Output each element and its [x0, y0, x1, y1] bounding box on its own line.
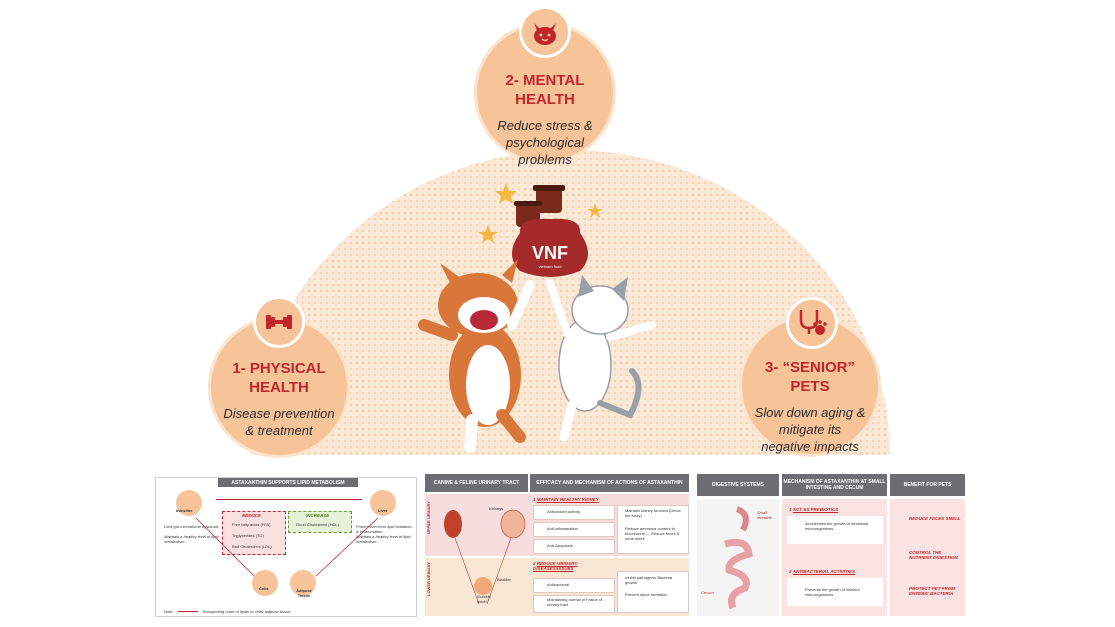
section1-row [533, 522, 615, 537]
mech2-box [787, 578, 883, 606]
kidneys-label: Kidneys [489, 506, 504, 511]
liver-label: Liver [378, 508, 388, 513]
mech1-text: Accelerates the growth of beneficial mic… [805, 521, 869, 531]
brand-subtitle: vietnam food [539, 264, 562, 269]
reduce-box [222, 511, 286, 555]
section1-result: Maintain kidney function (Detox the body… [625, 508, 681, 518]
outside-label: Outside world [477, 594, 491, 604]
header-mechanism: MECHANISM OF ASTAXANTHIN AT SMALL INTEST… [782, 474, 887, 496]
adipose-node [290, 570, 316, 596]
adipose-label: Adipose Tissue [296, 588, 312, 598]
section2-result: Prevent stone formation [625, 592, 668, 597]
section1-row-label: Anti-Apoptosis [547, 543, 573, 548]
bladder-icon [474, 577, 492, 595]
flow-arrow [216, 499, 362, 500]
small-intestine-label: Small intestine [757, 510, 772, 520]
right-note: Maintain a healthy level of lipid metabo… [356, 534, 411, 544]
star-icon [495, 183, 517, 204]
legend-text: Transporting route of lipids to cells/ a… [202, 609, 291, 614]
left-note: Limit gut microbiome dysbiosis [164, 524, 219, 529]
stethoscope-paw-icon [786, 297, 838, 349]
reduce-item: Bad Cholesterol (LDL) [232, 544, 272, 549]
kidney-icon [500, 509, 526, 539]
right-note: Protect liver from lipid oxidation & inf… [356, 524, 412, 534]
mech1-box [787, 516, 883, 544]
cecum-label: Cecum [701, 590, 714, 595]
benefit-title: 3- “SENIOR”PETS [764, 359, 855, 395]
reduce-label: REDUCE [242, 513, 262, 518]
pets-illustration: VNF vietnam food [418, 183, 656, 453]
increase-item: Good Cholesterol (HDL) [296, 522, 339, 527]
section1-result: Reduce ammonia content in blood/urine → … [625, 526, 680, 541]
section1-results [617, 505, 689, 554]
dumbbell-icon [253, 296, 305, 348]
brand-logo: VNF [532, 243, 568, 263]
intestine-node [176, 490, 202, 516]
section1-title: 1 MAINTAIN HEALTHY KIDNEY [533, 497, 599, 502]
flow-arrows [195, 517, 379, 577]
cells-label: Cells [259, 586, 269, 591]
increase-label: INCREASE [306, 513, 330, 518]
digestive-panel: DIGESTIVE SYSTEMS MECHANISM OF ASTAXANTH… [697, 474, 965, 616]
lower-label: LOWER URINARY [426, 561, 431, 596]
benefit-item: REDUCE FECES SMELL [909, 516, 961, 521]
section2-result: Inhibit pathogenic Bacteria growth [625, 575, 673, 585]
bladder-label: Bladder [497, 577, 511, 582]
section2-row-label: Maintaining normal pH value of urinary t… [547, 597, 603, 607]
header-left: CANINE & FELINE URINARY TRACT [425, 474, 528, 492]
header-digestive: DIGESTIVE SYSTEMS [697, 474, 779, 496]
benefit-item: PROTECT PET FROM ENTERIC BACTERIA [909, 586, 955, 596]
panel-title: ASTAXANTHIN SUPPORTS LIPID METABOLISM [218, 478, 358, 487]
benefit-item: CONTROL THE NUTRIENT DIGESTION [909, 550, 958, 560]
section2-row-label: Antibacterial [547, 582, 570, 587]
intestine-label: Intestine [176, 508, 193, 513]
urinary-diagram [444, 509, 526, 605]
left-note: Maintain a healthy level of lipid metabo… [164, 534, 219, 544]
liver-node [370, 490, 396, 516]
cells-node [252, 570, 278, 596]
cat-face-icon [519, 6, 571, 58]
mech2-text: Prevents the growth of harmful microorga… [805, 587, 860, 597]
kidney-icon [444, 510, 462, 538]
intestine-illustration [724, 506, 753, 610]
section2-row [533, 578, 615, 593]
header-right: EFFICACY AND MECHANISM OF ACTIONS OF AST… [530, 474, 689, 492]
star-icon [587, 203, 603, 218]
section1-row-label: Anti-inflammation [547, 526, 578, 531]
reduce-item: Free fatty acids (FFA) [232, 522, 271, 527]
legend-line [178, 611, 198, 612]
lipid-metabolism-panel: ASTAXANTHIN SUPPORTS LIPID METABOLISM In… [155, 477, 417, 617]
mech1-title: 1 ACT AS PREBIOTICS [789, 507, 839, 512]
section1-row [533, 505, 615, 520]
section2-title: 2 REDUCE URINARY DISEASES/ISSUES [533, 561, 578, 571]
section2-row [533, 595, 615, 613]
legend-label: Note: [164, 609, 174, 614]
benefit-description: Disease prevention& treatment [223, 406, 335, 438]
section2-results [617, 571, 689, 613]
section1-row [533, 539, 615, 554]
urinary-tract-panel: CANINE & FELINE URINARY TRACT EFFICACY A… [425, 474, 689, 616]
header-benefit: BENEFIT FOR PETS [890, 474, 965, 496]
benefit-col [890, 499, 965, 616]
increase-box [288, 511, 352, 533]
section1-row-label: Antioxidant activity [547, 509, 581, 514]
upper-label: UPPER URINARY [426, 501, 431, 534]
star-icon [478, 225, 498, 243]
reduce-item: Triglycerides (TG) [232, 533, 264, 538]
mech2-title: 2 ANTIBACTERIAL ACTIVITIES [789, 569, 856, 574]
